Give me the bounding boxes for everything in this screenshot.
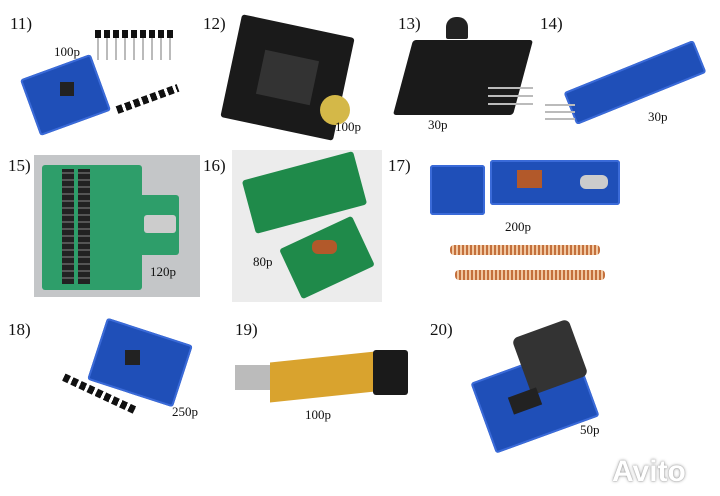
item-number: 18): [8, 320, 31, 339]
item-number: 12): [203, 14, 226, 33]
item-price: 30p: [428, 117, 448, 132]
product-photo-13: [392, 15, 538, 125]
item-price: 80p: [253, 254, 273, 269]
product-photo-16: [232, 150, 382, 302]
product-photo-11: [20, 20, 200, 140]
item-price: 30p: [648, 109, 668, 124]
item-price: 100p: [305, 407, 331, 422]
product-photo-14: [545, 30, 715, 135]
item-price: 120p: [150, 264, 176, 279]
product-photo-18: [55, 317, 195, 430]
item-number: 14): [540, 14, 563, 33]
product-photo-12: [215, 10, 375, 141]
item-price: 250p: [172, 404, 198, 419]
item-number: 11): [10, 14, 33, 33]
item-number: 16): [203, 156, 226, 175]
item-price: 50p: [580, 422, 600, 437]
item-number: 19): [235, 320, 258, 339]
item-price: 100p: [54, 44, 80, 59]
item-number: 20): [430, 320, 453, 339]
avito-watermark: Avito: [612, 455, 686, 488]
item-number: 17): [388, 156, 411, 175]
item-price: 100p: [335, 119, 361, 134]
item-number: 13): [398, 14, 421, 33]
product-photo-17: [425, 150, 630, 300]
product-photo-19: [235, 345, 410, 410]
product-photo-15: [34, 155, 200, 297]
item-number: 15): [8, 156, 31, 175]
item-price: 200p: [505, 219, 531, 234]
